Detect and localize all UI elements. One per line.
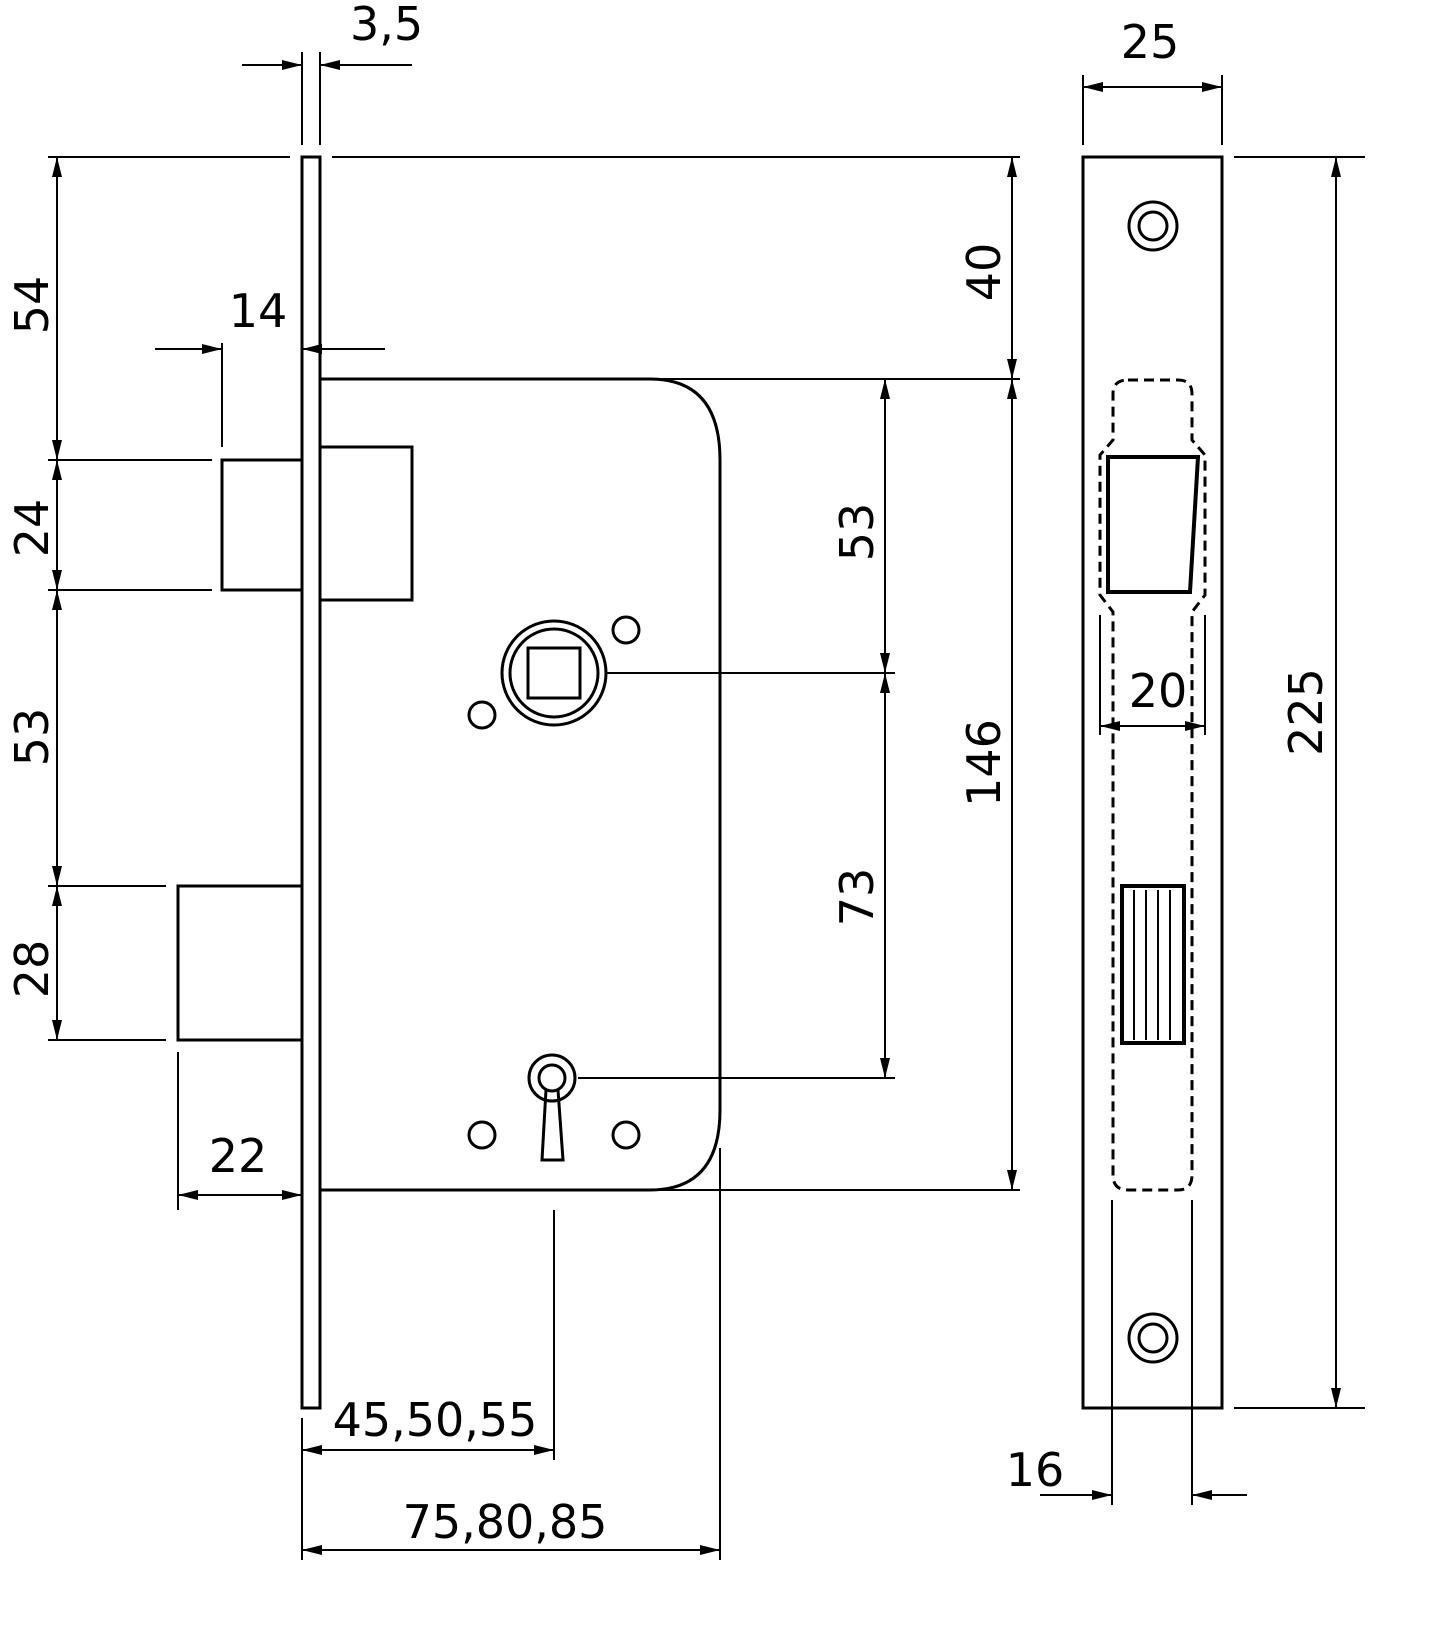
dim-latch-width: 20 xyxy=(1129,664,1188,718)
screw-hole xyxy=(467,700,497,730)
deadbolt xyxy=(176,884,304,1042)
latch-body xyxy=(320,445,414,602)
spindle-hub xyxy=(500,619,608,727)
deadbolt-front xyxy=(1120,884,1186,1045)
screw-hole xyxy=(467,1120,497,1150)
dim-faceplate-length: 225 xyxy=(1279,668,1333,756)
dim-spindle-from-top: 53 xyxy=(830,503,884,562)
screw-hole xyxy=(611,615,641,645)
faceplate-front xyxy=(1081,155,1224,1410)
dim-deadbolt-width: 16 xyxy=(1006,1443,1065,1497)
faceplate-side xyxy=(300,155,322,1410)
dim-latch-to-deadbolt: 53 xyxy=(5,708,59,767)
dim-spindle-to-keyhole: 73 xyxy=(830,868,884,927)
dim-latch-projection: 14 xyxy=(229,284,288,338)
dim-backset: 45,50,55 xyxy=(333,1393,538,1447)
screw xyxy=(1127,1312,1179,1364)
dim-faceplate-thickness: 3,5 xyxy=(350,0,423,51)
keyhole xyxy=(527,1053,577,1162)
screw xyxy=(1127,200,1179,252)
dim-deadbolt-projection: 22 xyxy=(209,1129,268,1183)
dimension-lines xyxy=(52,60,1017,1555)
lock-case xyxy=(320,377,722,1192)
front-view: 25 225 20 16 xyxy=(1006,15,1365,1505)
dim-top-to-latch: 54 xyxy=(5,276,59,335)
dim-case-height: 146 xyxy=(957,719,1011,807)
case-outline-hidden xyxy=(1098,378,1207,1192)
dim-faceplate-width: 25 xyxy=(1121,15,1180,69)
dim-latch-height: 24 xyxy=(5,499,59,558)
front-extension-lines xyxy=(1082,75,1365,1505)
screw-hole xyxy=(611,1120,641,1150)
front-dimension-lines xyxy=(1040,82,1341,1500)
latch-bolt xyxy=(220,458,304,592)
extension-lines xyxy=(48,52,1020,1560)
dim-deadbolt-height: 28 xyxy=(5,940,59,999)
dim-case-depth: 75,80,85 xyxy=(403,1495,608,1549)
dim-top-to-case: 40 xyxy=(957,243,1011,302)
latch-opening xyxy=(1106,455,1201,594)
side-view: 3,5 54 14 40 24 53 53 146 73 28 22 45,50… xyxy=(5,0,1020,1560)
